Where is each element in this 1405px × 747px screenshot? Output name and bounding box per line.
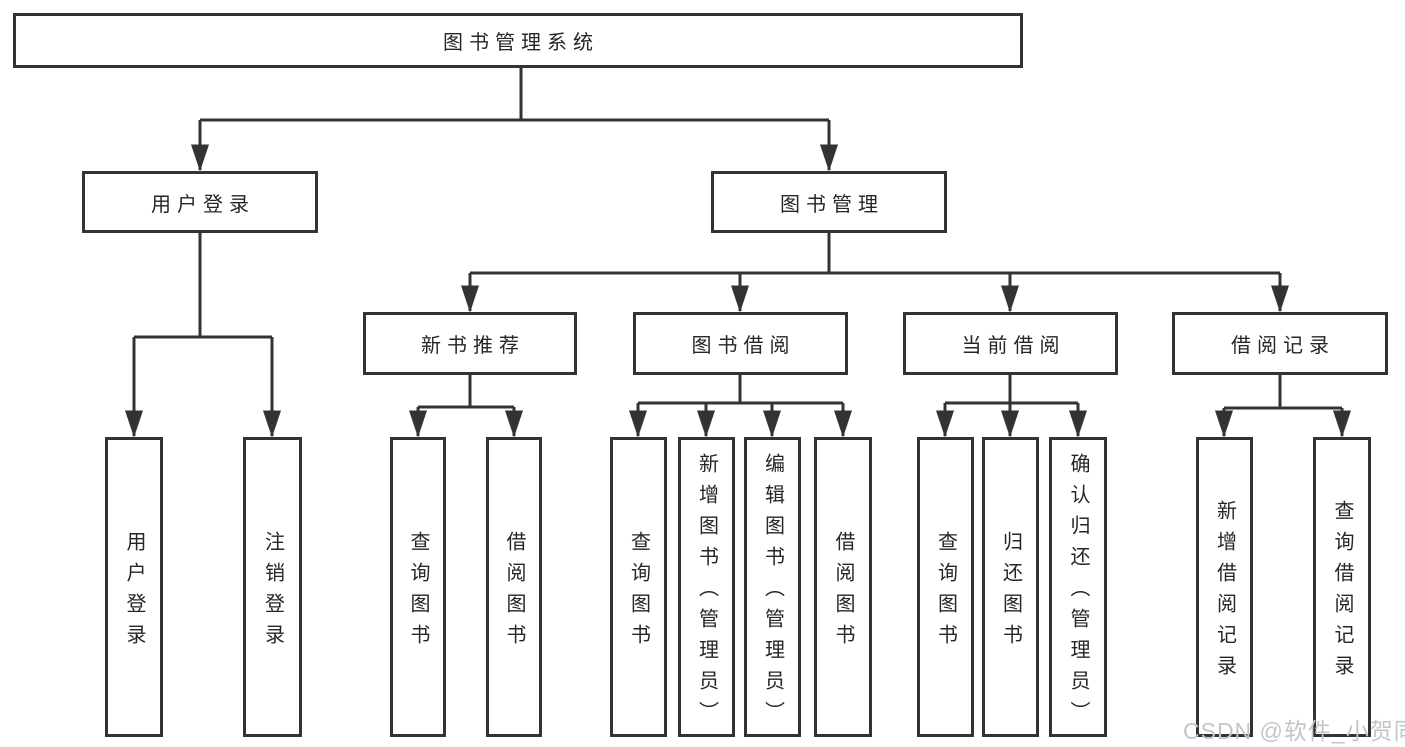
leaf-logout-label: 注销登录 — [261, 530, 284, 655]
connector-book-borrow-trunk — [638, 375, 843, 405]
leaf-br-add-record: 新增借阅记录 — [1196, 437, 1253, 737]
leaf-br-query-record: 查询借阅记录 — [1313, 437, 1371, 737]
node-current-borrow-label: 当前借阅 — [961, 335, 1066, 357]
leaf-bb-edit-books-label: 编辑图书（管理员） — [761, 453, 784, 732]
watermark: CSDN @软件_小贺同学 — [1183, 718, 1405, 744]
leaf-rec-query-books: 查询图书 — [390, 437, 446, 737]
connector-book-mgmt-trunk — [470, 233, 1280, 275]
connector-current-borrow-trunk — [945, 375, 1078, 405]
leaf-cb-query-books: 查询图书 — [917, 437, 974, 737]
connector-new-book-rec-trunk — [418, 375, 514, 409]
node-book-mgmt-label: 图书管理 — [780, 193, 884, 216]
leaf-bb-edit-books: 编辑图书（管理员） — [744, 437, 801, 737]
leaf-cb-return-books: 归还图书 — [982, 437, 1039, 737]
node-root: 图书管理系统 — [13, 13, 1023, 68]
leaf-bb-borrow-books: 借阅图书 — [814, 437, 872, 737]
connector-root-trunk — [200, 68, 829, 122]
leaf-br-query-record-label: 查询借阅记录 — [1331, 499, 1353, 686]
node-book-borrow-label: 图书借阅 — [691, 335, 796, 357]
leaf-cb-confirm-return: 确认归还（管理员） — [1049, 437, 1107, 737]
node-borrow-records: 借阅记录 — [1172, 312, 1388, 375]
node-book-borrow: 图书借阅 — [633, 312, 848, 375]
leaf-br-add-record-label: 新增借阅记录 — [1213, 499, 1236, 686]
node-root-label: 图书管理系统 — [443, 32, 599, 54]
leaf-logout: 注销登录 — [243, 437, 302, 737]
leaf-rec-borrow-books: 借阅图书 — [486, 437, 542, 737]
leaf-bb-query-books: 查询图书 — [610, 437, 667, 737]
connector-borrow-records-trunk — [1224, 375, 1342, 410]
leaf-user-login-label: 用户登录 — [123, 530, 145, 655]
node-user-login: 用户登录 — [82, 171, 318, 233]
leaf-rec-borrow-books-label: 借阅图书 — [503, 530, 525, 655]
leaf-user-login: 用户登录 — [105, 437, 163, 737]
leaf-cb-query-books-label: 查询图书 — [934, 530, 957, 655]
node-new-book-rec-label: 新书推荐 — [421, 335, 525, 357]
leaf-rec-query-books-label: 查询图书 — [407, 530, 429, 655]
leaf-bb-query-books-label: 查询图书 — [627, 530, 650, 655]
node-borrow-records-label: 借阅记录 — [1231, 335, 1335, 357]
node-book-mgmt: 图书管理 — [711, 171, 947, 233]
leaf-bb-borrow-books-label: 借阅图书 — [832, 530, 854, 655]
node-current-borrow: 当前借阅 — [903, 312, 1118, 375]
node-user-login-label: 用户登录 — [151, 193, 255, 216]
node-new-book-rec: 新书推荐 — [363, 312, 577, 375]
leaf-bb-add-books-label: 新增图书（管理员） — [695, 453, 718, 732]
leaf-cb-confirm-return-label: 确认归还（管理员） — [1067, 453, 1089, 732]
leaf-bb-add-books: 新增图书（管理员） — [678, 437, 735, 737]
connector-user-login-trunk — [134, 233, 272, 339]
leaf-cb-return-books-label: 归还图书 — [999, 530, 1022, 655]
